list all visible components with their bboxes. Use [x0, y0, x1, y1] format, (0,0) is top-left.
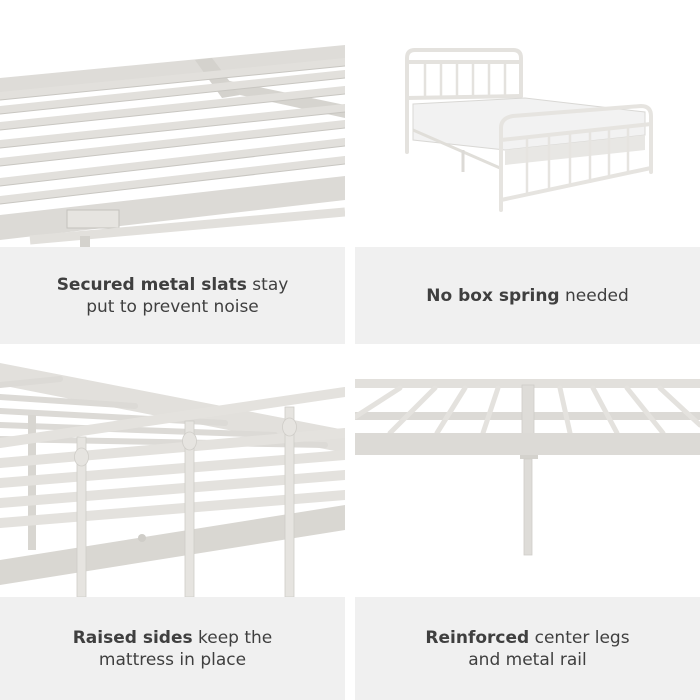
caption-text: center legs	[529, 627, 630, 648]
caption-center-legs: Reinforced center legs and metal rail	[355, 597, 700, 700]
feature-panel-raised-sides: Raised sides keep the mattress in place	[0, 355, 345, 700]
caption-bold: Secured metal slats	[56, 274, 247, 295]
caption-bold: Raised sides	[72, 627, 193, 648]
caption-text: needed	[559, 285, 629, 306]
caption-bold: No box spring	[426, 285, 560, 306]
bed-frame-image	[355, 0, 700, 247]
slats-closeup-image	[0, 0, 345, 247]
raised-sides-closeup-image	[0, 355, 345, 597]
caption-raised-sides: Raised sides keep the mattress in place	[0, 597, 345, 700]
caption-text-line2: and metal rail	[468, 649, 587, 670]
caption-text-line2: mattress in place	[98, 649, 247, 670]
caption-secured-slats: Secured metal slats stay put to prevent …	[0, 247, 345, 344]
caption-text: stay	[246, 274, 289, 295]
feature-panel-center-legs: Reinforced center legs and metal rail	[355, 355, 700, 700]
caption-text: keep the	[192, 627, 273, 648]
feature-panel-secured-slats: Secured metal slats stay put to prevent …	[0, 0, 345, 344]
caption-bold: Reinforced	[425, 627, 530, 648]
center-leg-image	[355, 355, 700, 597]
feature-panel-no-box-spring: No box spring needed	[355, 0, 700, 344]
caption-no-box-spring: No box spring needed	[355, 247, 700, 344]
caption-text-line2: put to prevent noise	[86, 296, 259, 317]
